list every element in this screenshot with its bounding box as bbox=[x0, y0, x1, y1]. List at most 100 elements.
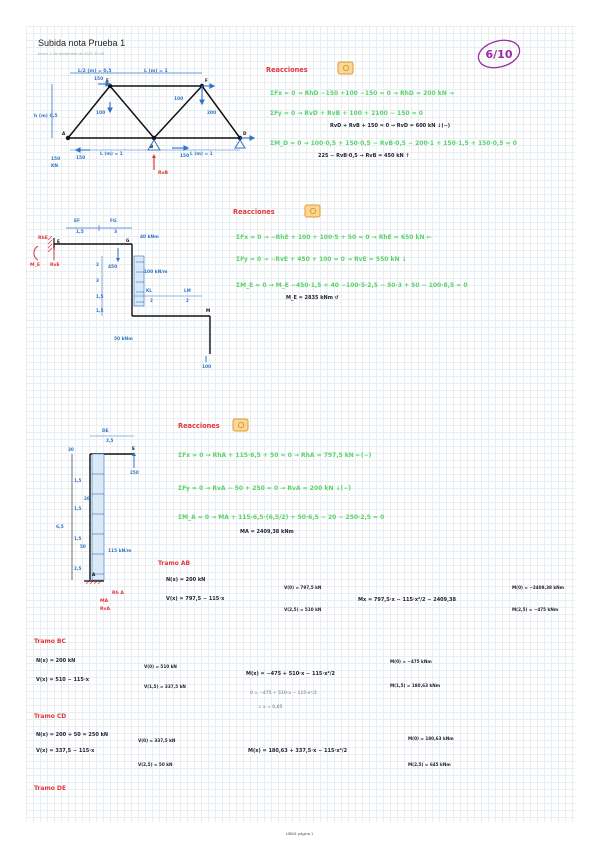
dim-label: 1,5 bbox=[96, 294, 104, 299]
load-label: KN bbox=[51, 163, 58, 169]
dim-label: L (m) = 1 bbox=[190, 151, 213, 157]
frame-diagram-2: EF FG 1,5 3 100 kN/m 40 kNm 450 50 kNm 1 bbox=[30, 218, 211, 370]
load-label: 150 bbox=[51, 156, 60, 162]
section-heading: Tramo DE bbox=[34, 785, 66, 792]
tag-icon bbox=[337, 61, 354, 75]
dim-label: 1,5 bbox=[74, 506, 82, 511]
load-label: 200 bbox=[207, 110, 216, 116]
dim-label: 6,5 bbox=[56, 524, 64, 530]
load-label: 100 bbox=[202, 364, 211, 370]
reaction-label: Rh A bbox=[112, 590, 124, 596]
node-label: D bbox=[243, 131, 247, 136]
node-label: F bbox=[205, 78, 208, 83]
equation-fy: ΣFy = 0 → RvA − 50 + 250 = 0 → RvA = 200… bbox=[178, 485, 352, 492]
load-label: 115 kN/m bbox=[108, 548, 132, 554]
moment-value: M(2,5) = −475 kNm bbox=[512, 607, 559, 612]
reaction-label: RhE bbox=[38, 235, 48, 241]
normal-force: N(x) = 200 + 50 = 250 kN bbox=[36, 732, 109, 738]
shear-value: V(0) = 797,5 kN bbox=[284, 585, 322, 590]
dim-label: L (m) = 1 bbox=[100, 151, 123, 157]
shear-force: V(x) = 510 − 115·x bbox=[36, 677, 90, 683]
zero-moment-result: ↳ x = 0,85 bbox=[258, 704, 283, 709]
shear-value: V(0) = 337,5 kN bbox=[138, 738, 176, 743]
load-label: 100 kN/m bbox=[144, 269, 168, 275]
node-label: E bbox=[57, 239, 60, 244]
grade-badge: 6/10 bbox=[477, 39, 521, 69]
dim-label: 3 bbox=[96, 278, 99, 283]
equation-fx: ΣFx = 0 → RhD −150 +100 −150 = 0 → RhD =… bbox=[270, 90, 454, 97]
load-label: 20 bbox=[84, 496, 90, 501]
shear-value: V(0) = 510 kN bbox=[144, 664, 177, 669]
node-label: E bbox=[106, 78, 109, 83]
dim-label: 2 bbox=[150, 298, 153, 303]
dim-label: 2,5 bbox=[106, 438, 114, 443]
node-label: A bbox=[92, 572, 96, 577]
grade-text: 6/10 bbox=[486, 48, 513, 61]
equation-m: ΣM_E = 0 → M_E −450·1,5 + 40 −100·5·2,5 … bbox=[236, 282, 468, 289]
equation-fy-line2: RvD + RvB + 150 = 0 → RvD = 600 kN ↓(−) bbox=[330, 123, 451, 129]
section-heading: Reacciones bbox=[233, 208, 275, 216]
moment-value: M(0) = −475 kNm bbox=[390, 659, 432, 664]
node-label: G bbox=[126, 238, 130, 243]
node-label: A bbox=[62, 131, 66, 136]
section-heading: Tramo CD bbox=[34, 713, 67, 720]
load-label: 150 bbox=[76, 155, 85, 161]
section-heading: Reacciones bbox=[266, 66, 308, 74]
dim-label: KL bbox=[146, 288, 152, 293]
moment-value: M(0) = −2409,38 kNm bbox=[512, 585, 565, 590]
page-timestamp: lunes, 1 de noviembre de 2021 10:45 bbox=[38, 51, 105, 56]
reaction-label: RvB bbox=[158, 170, 169, 176]
shear-value: V(2,5) = 50 kN bbox=[138, 762, 173, 767]
moment-value: M(2,5) = 645 kNm bbox=[408, 762, 451, 767]
equation-m-line2: 225 − RvB·0,5 → RvB = 450 kN ↑ bbox=[318, 153, 410, 159]
reaction-label: RvA bbox=[100, 606, 111, 612]
equation-fy: ΣFy = 0 → −RvE + 450 + 100 = 0 → RvE = 5… bbox=[236, 256, 407, 263]
normal-force: N(x) = 200 kN bbox=[166, 577, 206, 583]
dim-label: 2,5 bbox=[74, 566, 82, 571]
section-heading: Tramo AB bbox=[158, 560, 191, 567]
equation-fy: ΣFy = 0 → RvD + RvB + 100 + 2100 − 150 =… bbox=[270, 110, 423, 117]
moment: M(x) = 180,63 + 337,5·x − 115·x²/2 bbox=[248, 748, 348, 754]
dim-label: 3 bbox=[114, 229, 117, 235]
frame-diagram-3: DE 2,5 250 30 115 kN/m 20 50 1,5 1,5 6,5… bbox=[56, 428, 139, 612]
load-label: 50 kNm bbox=[114, 336, 133, 342]
equation-m-line2: M_E = 2835 kNm ↺ bbox=[286, 295, 339, 301]
moment: Mx = 797,5·x − 115·x²/2 − 2409,38 bbox=[358, 597, 456, 603]
load-label: 30 bbox=[68, 447, 74, 452]
dim-label: EF bbox=[74, 218, 80, 224]
page-footer: UBM1 página 1 bbox=[285, 831, 314, 836]
dim-label: L (m) = 1 bbox=[144, 68, 168, 74]
moment-value: M(1,5) = 180,63 kNm bbox=[390, 683, 441, 688]
zero-moment-note: 0 = −475 + 510·x − 115·x²/2 bbox=[250, 690, 317, 695]
equation-m: ΣM_A = 0 → MA + 115·6,5·(6,5/2) + 50·6,5… bbox=[178, 514, 385, 521]
dim-label: DE bbox=[102, 428, 109, 434]
dim-label: LM bbox=[184, 288, 191, 293]
shear-value: V(2,5) = 510 kN bbox=[284, 607, 322, 612]
load-label: 150 bbox=[180, 153, 189, 159]
height-label: h (m) 0,5 bbox=[34, 113, 58, 119]
equation-fx: ΣFx = 0 → RhA + 115·6,5 + 50 = 0 → RhA =… bbox=[178, 452, 372, 459]
load-label: 450 bbox=[108, 264, 117, 270]
dim-label: 1,5 bbox=[76, 229, 84, 235]
dim-label: 1,5 bbox=[74, 478, 82, 483]
section-heading: Reacciones bbox=[178, 422, 220, 430]
equation-fx: ΣFx = 0 → −RhE + 100 + 100·5 + 50 = 0 → … bbox=[236, 234, 432, 241]
equation-m-line2: MA = 2409,38 kNm bbox=[240, 529, 294, 535]
reaction-label: M_E bbox=[30, 262, 40, 268]
dim-label: 1,5 bbox=[74, 536, 82, 541]
tag-icon bbox=[304, 204, 321, 218]
normal-force: N(x) = 200 kN bbox=[36, 658, 76, 664]
load-label: 50 bbox=[80, 544, 86, 549]
node-label: M bbox=[206, 308, 210, 313]
truss-diagram: L/2 (m) = 0,5 L (m) = 1 h (m) 0,5 A B D … bbox=[34, 68, 256, 176]
dim-label: 2 bbox=[186, 298, 189, 303]
load-label: 40 kNm bbox=[140, 234, 159, 240]
dim-label: 1,5 bbox=[96, 308, 104, 313]
load-label: 150 bbox=[94, 76, 103, 82]
load-label: 250 bbox=[130, 470, 139, 475]
load-label: 100 bbox=[174, 96, 183, 102]
tag-icon bbox=[232, 418, 249, 432]
dim-label: FG bbox=[110, 218, 117, 224]
shear-value: V(1,5) = 337,5 kN bbox=[144, 684, 186, 689]
